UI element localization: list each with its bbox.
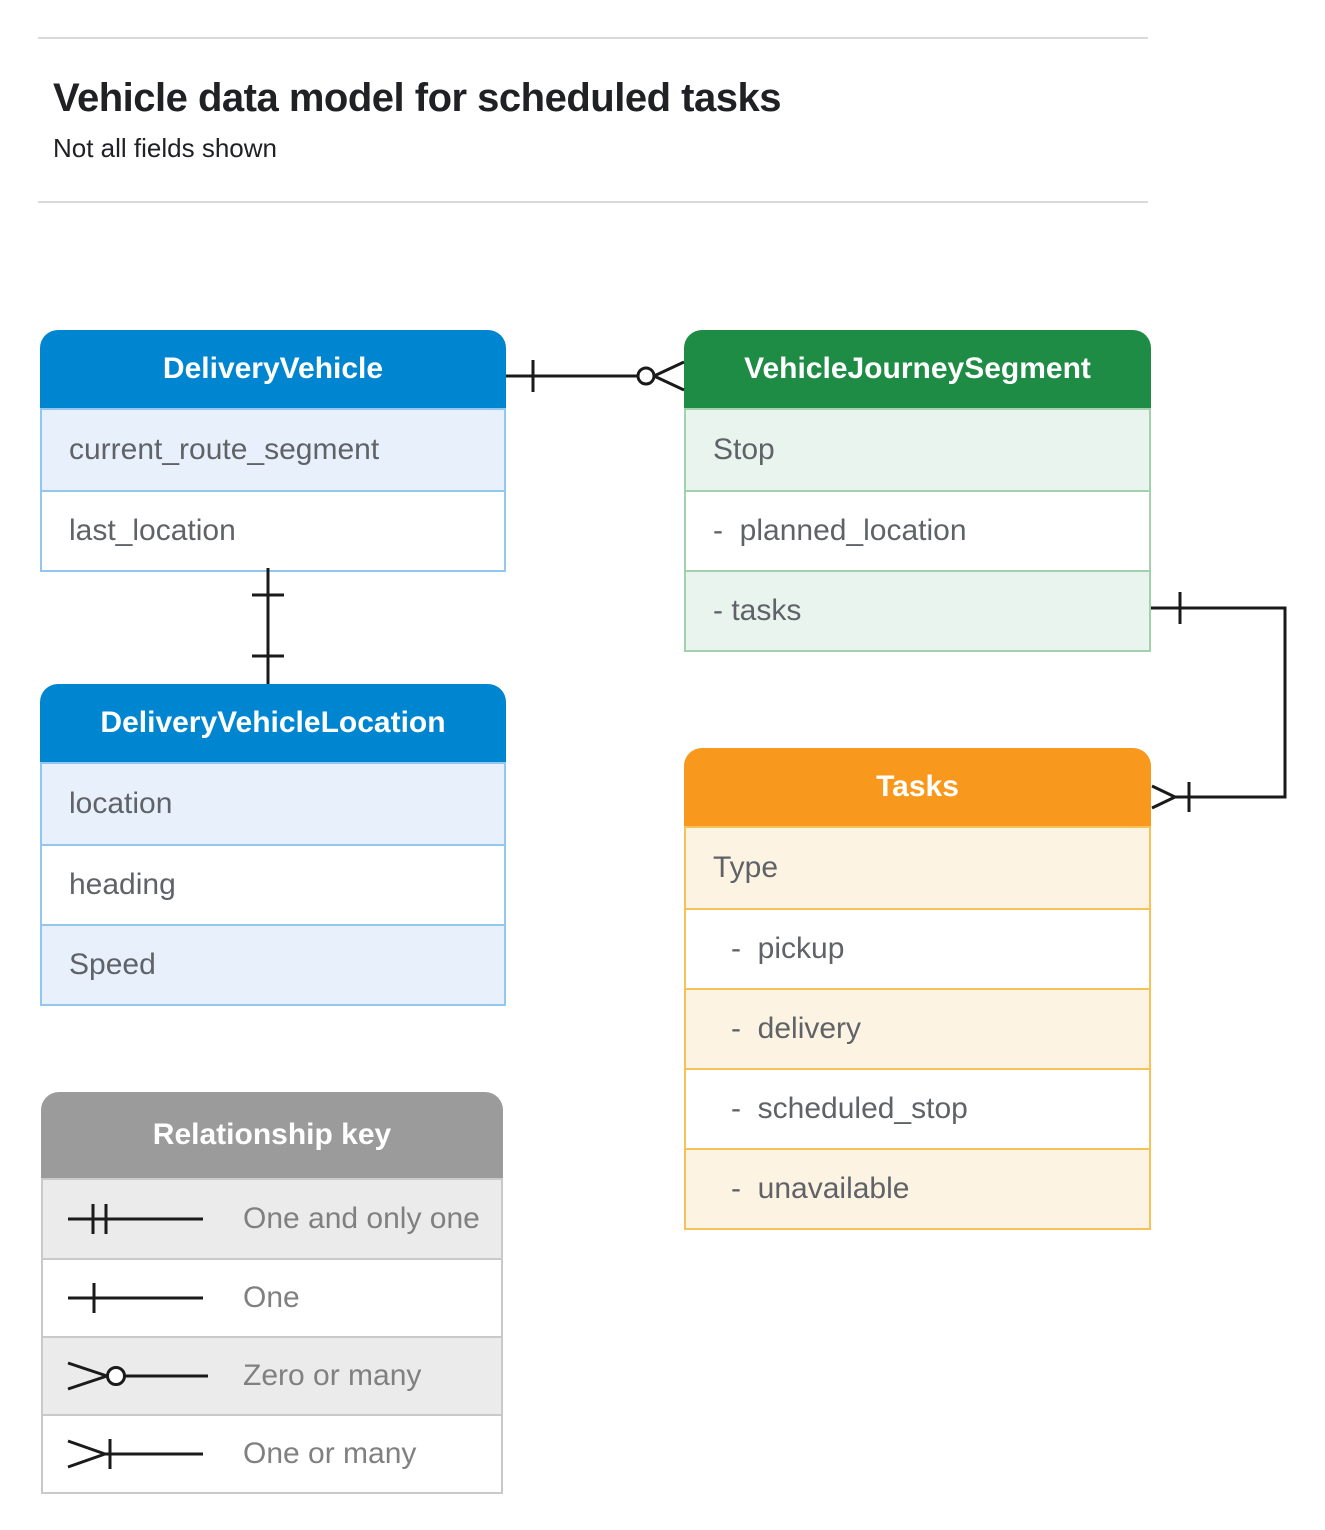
- zero-or-many-icon: [67, 1361, 208, 1391]
- entity-header: DeliveryVehicleLocation: [40, 684, 506, 762]
- legend-row: One or many: [43, 1414, 501, 1492]
- field-label: - pickup: [731, 932, 845, 965]
- zero-circle: [638, 368, 654, 384]
- field-row: - unavailable: [686, 1148, 1149, 1228]
- entity-title: DeliveryVehicleLocation: [100, 706, 446, 739]
- entity-title: Tasks: [876, 770, 959, 803]
- one-icon: [68, 1283, 203, 1313]
- entity-vehicle-journey-segment: VehicleJourneySegment Stop - planned_loc…: [684, 330, 1151, 652]
- entity-body: location heading Speed: [40, 762, 506, 1006]
- field-label: Type: [713, 851, 779, 884]
- entity-header: VehicleJourneySegment: [684, 330, 1151, 408]
- entity-body: Stop - planned_location - tasks: [684, 408, 1151, 652]
- field-row: Type: [686, 828, 1149, 908]
- entity-header: DeliveryVehicle: [40, 330, 506, 408]
- crow-foot: [654, 362, 684, 390]
- page-title: Vehicle data model for scheduled tasks: [53, 76, 781, 120]
- field-row: Speed: [42, 924, 504, 1004]
- field-row: Stop: [686, 410, 1149, 490]
- entity-tasks: Tasks Type - pickup - delivery - schedul…: [684, 748, 1151, 1230]
- field-label: - delivery: [731, 1012, 862, 1045]
- crow-foot: [1152, 786, 1175, 808]
- field-label: location: [69, 787, 173, 820]
- field-row: last_location: [42, 490, 504, 570]
- field-label: current_route_segment: [69, 433, 380, 466]
- entity-delivery-vehicle-location: DeliveryVehicleLocation location heading…: [40, 684, 506, 1006]
- page-subtitle: Not all fields shown: [53, 133, 277, 163]
- connector-deliveryvehicle-vehiclejourneysegment: [506, 360, 684, 392]
- legend-row: One: [43, 1258, 501, 1336]
- one-and-only-one-icon: [68, 1204, 203, 1234]
- legend-row: One and only one: [43, 1180, 501, 1258]
- field-row: heading: [42, 844, 504, 924]
- connector-vehiclejourneysegment-tasks: [1151, 592, 1285, 812]
- entity-delivery-vehicle: DeliveryVehicle current_route_segment la…: [40, 330, 506, 572]
- one-or-many-icon: [67, 1439, 203, 1469]
- entity-body: current_route_segment last_location: [40, 408, 506, 572]
- field-row: - delivery: [686, 988, 1149, 1068]
- legend-label: Zero or many: [243, 1359, 422, 1392]
- connector-deliveryvehicle-deliveryvehiclelocation: [252, 568, 284, 684]
- legend-title: Relationship key: [152, 1118, 392, 1151]
- field-label: - unavailable: [731, 1172, 910, 1205]
- field-label: Stop: [713, 433, 775, 466]
- header-divider: [38, 201, 1148, 203]
- field-label: heading: [69, 868, 176, 901]
- field-row: - tasks: [686, 570, 1149, 650]
- connector-line: [1151, 608, 1285, 797]
- legend-header: Relationship key: [41, 1092, 503, 1178]
- entity-header: Tasks: [684, 748, 1151, 826]
- field-row: - pickup: [686, 908, 1149, 988]
- legend-body: One and only one One Zero or many One or…: [41, 1178, 503, 1494]
- entity-title: VehicleJourneySegment: [744, 352, 1091, 385]
- legend-row: Zero or many: [43, 1336, 501, 1414]
- legend-label: One: [243, 1281, 300, 1314]
- entity-body: Type - pickup - delivery - scheduled_sto…: [684, 826, 1151, 1230]
- field-label: - tasks: [713, 594, 802, 627]
- field-row: - planned_location: [686, 490, 1149, 570]
- top-divider: [38, 37, 1148, 39]
- field-label: Speed: [69, 948, 156, 981]
- field-row: - scheduled_stop: [686, 1068, 1149, 1148]
- field-label: - scheduled_stop: [731, 1092, 968, 1125]
- field-label: last_location: [69, 514, 236, 547]
- field-label: - planned_location: [713, 514, 967, 547]
- legend-box: Relationship key One and only one One Ze…: [41, 1092, 503, 1494]
- legend-label: One or many: [243, 1437, 417, 1470]
- field-row: current_route_segment: [42, 410, 504, 490]
- legend-label: One and only one: [243, 1202, 480, 1235]
- entity-title: DeliveryVehicle: [162, 352, 384, 385]
- field-row: location: [42, 764, 504, 844]
